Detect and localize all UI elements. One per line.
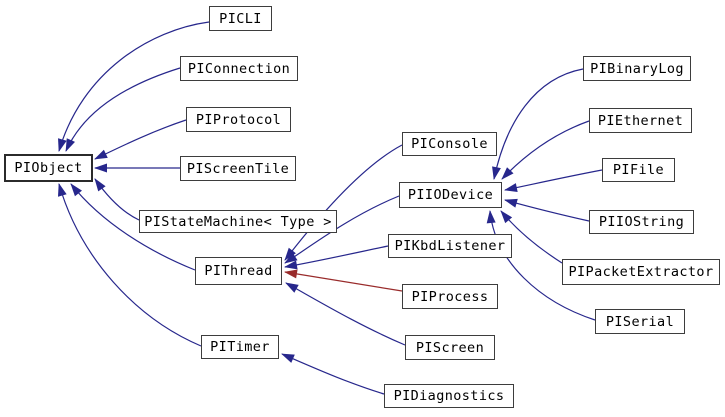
edge-pithread-to-piobject bbox=[70, 183, 196, 271]
edge-pidiagnostics-to-pitimer bbox=[281, 353, 385, 395]
node-picli[interactable]: PICLI bbox=[209, 6, 272, 31]
edge-pipacketextractor-to-piiodevice bbox=[500, 210, 563, 264]
edge-piprocess-to-pithread bbox=[284, 269, 403, 292]
edge-piconnection-to-piobject bbox=[65, 67, 181, 152]
edge-piconsole-to-pithread bbox=[284, 144, 403, 261]
node-pistatemachine[interactable]: PIStateMachine< Type > bbox=[139, 210, 337, 233]
node-pibinarylog[interactable]: PIBinaryLog bbox=[583, 56, 691, 81]
edge-piethernet-to-piiodevice bbox=[501, 120, 590, 180]
edge-picli-to-piobject bbox=[58, 21, 210, 152]
node-piiostring[interactable]: PIIOString bbox=[589, 210, 694, 234]
node-pithread[interactable]: PIThread bbox=[195, 257, 282, 285]
edge-piprotocol-to-piobject bbox=[94, 119, 187, 160]
edge-pibinarylog-to-piiodevice bbox=[492, 68, 584, 180]
edge-pifile-to-piiodevice bbox=[504, 169, 603, 192]
node-pitimer[interactable]: PITimer bbox=[201, 335, 279, 359]
node-piscreentile[interactable]: PIScreenTile bbox=[180, 156, 296, 181]
node-pifile[interactable]: PIFile bbox=[602, 158, 675, 182]
edge-piscreen-to-pithread bbox=[285, 282, 406, 346]
node-piprocess[interactable]: PIProcess bbox=[402, 284, 498, 309]
node-piserial[interactable]: PISerial bbox=[595, 309, 685, 334]
node-pidiagnostics[interactable]: PIDiagnostics bbox=[384, 384, 514, 408]
node-piethernet[interactable]: PIEthernet bbox=[589, 108, 692, 133]
node-piscreen[interactable]: PIScreen bbox=[405, 335, 495, 360]
node-pikbdlistener[interactable]: PIKbdListener bbox=[388, 234, 512, 258]
edge-pitimer-to-piobject bbox=[57, 183, 202, 347]
node-piconsole[interactable]: PIConsole bbox=[402, 132, 497, 156]
node-piconnection[interactable]: PIConnection bbox=[180, 56, 298, 81]
edge-pistatemachine-to-piobject bbox=[94, 178, 140, 221]
edge-piiostring-to-piiodevice bbox=[504, 198, 590, 222]
node-pipacketextractor[interactable]: PIPacketExtractor bbox=[562, 259, 720, 285]
edge-piserial-to-piiodevice bbox=[486, 210, 596, 321]
node-piiodevice[interactable]: PIIODevice bbox=[399, 182, 502, 208]
node-piobject: PIObject bbox=[4, 154, 93, 182]
edge-pikbdlistener-to-pithread bbox=[284, 245, 389, 270]
node-piprotocol[interactable]: PIProtocol bbox=[186, 107, 291, 132]
